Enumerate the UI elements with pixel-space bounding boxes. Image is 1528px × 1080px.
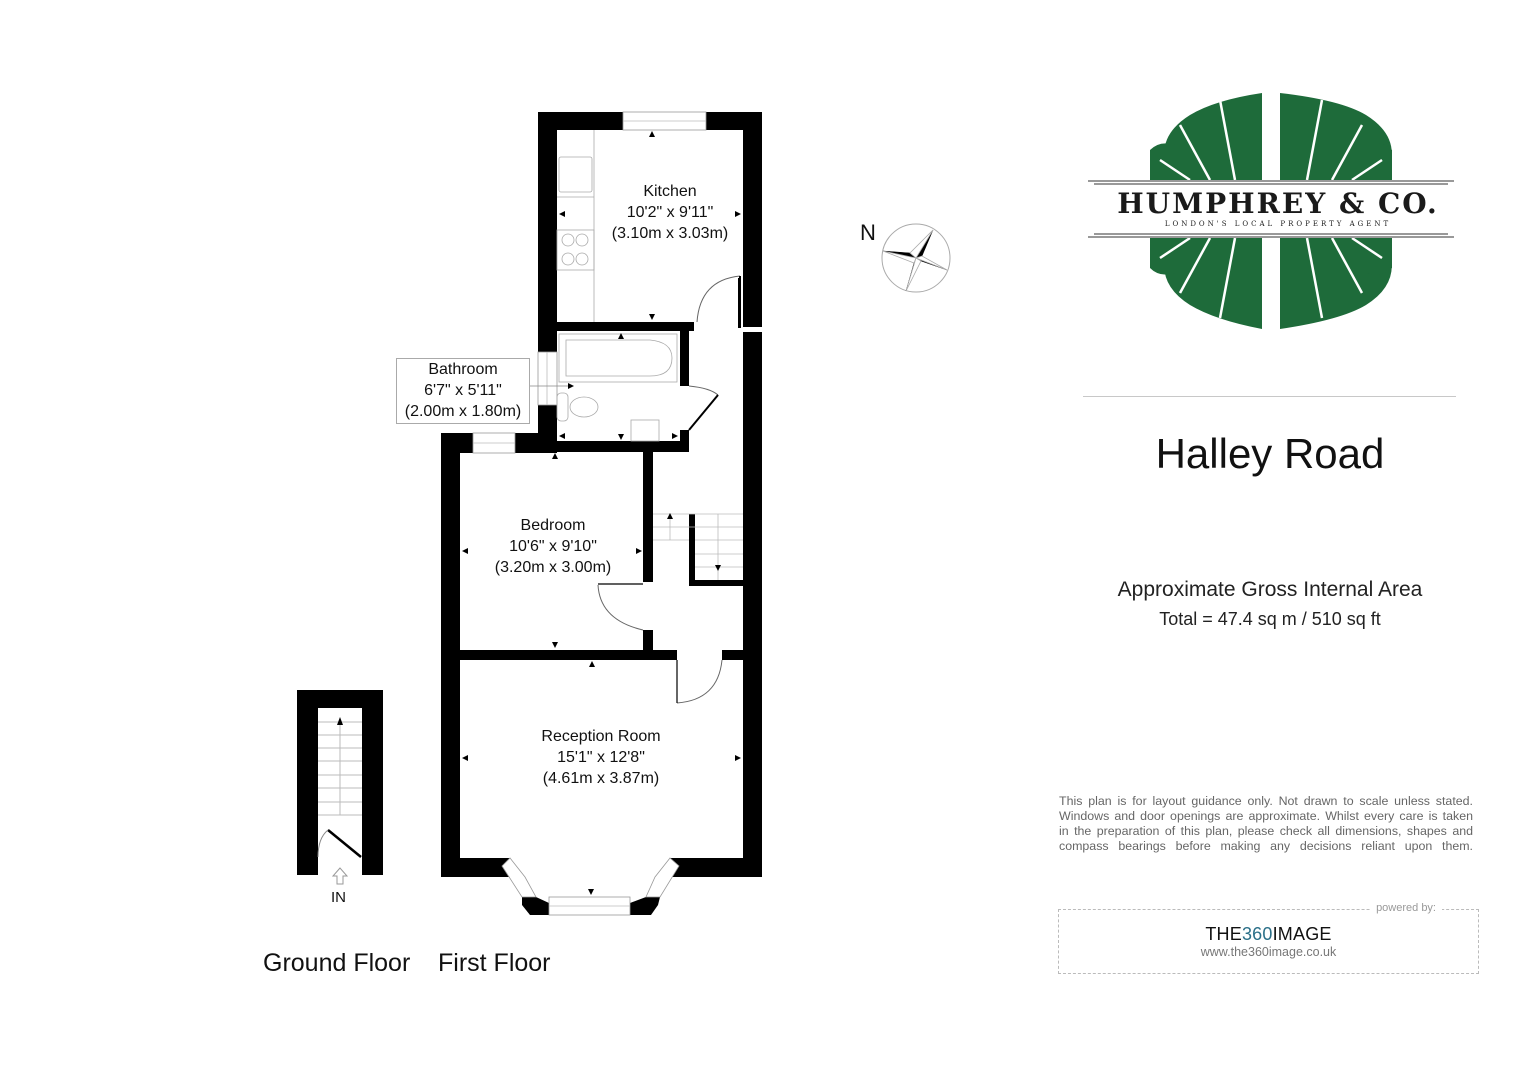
room-dimensions-metric: (4.61m x 3.87m) (542, 770, 660, 787)
provider-brand: THE360IMAGE (1059, 924, 1478, 945)
disclaimer-line: Windows and door openings are approximat… (1059, 809, 1473, 823)
disclaimer-line: compass bearings before making any decis… (1059, 839, 1473, 853)
room-name: Reception Room (541, 728, 661, 745)
disclaimer: This plan is for layout guidance only. N… (1059, 794, 1473, 854)
door-swings (597, 275, 741, 704)
provider-url[interactable]: www.the360image.co.uk (1200, 945, 1337, 959)
disclaimer-line: This plan is for layout guidance only. N… (1059, 794, 1473, 808)
room-name: Bathroom (428, 361, 498, 378)
logo-rays (1159, 99, 1383, 319)
room-dimensions-metric: (2.00m x 1.80m) (404, 403, 522, 420)
compass-north-label: N (860, 220, 876, 245)
floor-label-ground: Ground Floor (263, 949, 411, 977)
logo-rules (1088, 180, 1454, 238)
powered-by-label: powered by: (1370, 902, 1442, 914)
room-dimensions-imperial: 15'1" x 12'8" (557, 749, 645, 766)
bay-windows (501, 857, 680, 916)
area-total: Total = 47.4 sq m / 510 sq ft (1159, 609, 1381, 629)
ground-floor-plan (297, 690, 383, 885)
area-heading: Approximate Gross Internal Area (1117, 578, 1423, 601)
room-kitchen: Kitchen 10'2" x 9'11" (3.10m x 3.03m) (590, 181, 750, 244)
first-floor-plan (441, 111, 762, 915)
room-dimensions-imperial: 6'7" x 5'11" (424, 382, 502, 399)
provider-brand-prefix: THE (1205, 924, 1242, 944)
divider (1083, 396, 1456, 397)
room-dimensions-imperial: 10'6" x 9'10" (509, 538, 597, 555)
brand-name: HUMPHREY & CO. (1117, 187, 1439, 220)
property-title: Halley Road (1155, 430, 1385, 477)
room-dimensions-metric: (3.10m x 3.03m) (611, 225, 729, 242)
powered-by-box: powered by: THE360IMAGE www.the360image.… (1058, 902, 1479, 974)
first-floor-stairs (653, 513, 743, 580)
provider-brand-number: 360 (1241, 924, 1273, 944)
room-dimensions-metric: (3.20m x 3.00m) (494, 559, 612, 576)
room-name: Kitchen (643, 183, 697, 200)
room-name: Bedroom (520, 517, 586, 534)
provider-brand-suffix: IMAGE (1272, 924, 1332, 944)
room-reception: Reception Room 15'1" x 12'8" (4.61m x 3.… (516, 726, 686, 789)
room-bathroom: Bathroom 6'7" x 5'11" (2.00m x 1.80m) (396, 359, 530, 422)
entrance-label: IN (331, 889, 346, 906)
dimension-arrows (462, 131, 741, 895)
floor-label-first: First Floor (438, 949, 551, 977)
compass-rose-icon (881, 223, 951, 293)
brand-logo-icon (1150, 93, 1392, 329)
brand-tagline: LONDON'S LOCAL PROPERTY AGENT (1164, 220, 1392, 228)
bathroom-label-box (396, 358, 530, 424)
room-dimensions-imperial: 10'2" x 9'11" (626, 204, 714, 221)
room-bedroom: Bedroom 10'6" x 9'10" (3.20m x 3.00m) (473, 515, 633, 578)
disclaimer-line: in the preparation of this plan, please … (1059, 824, 1473, 838)
kitchen-fittings (556, 130, 678, 442)
